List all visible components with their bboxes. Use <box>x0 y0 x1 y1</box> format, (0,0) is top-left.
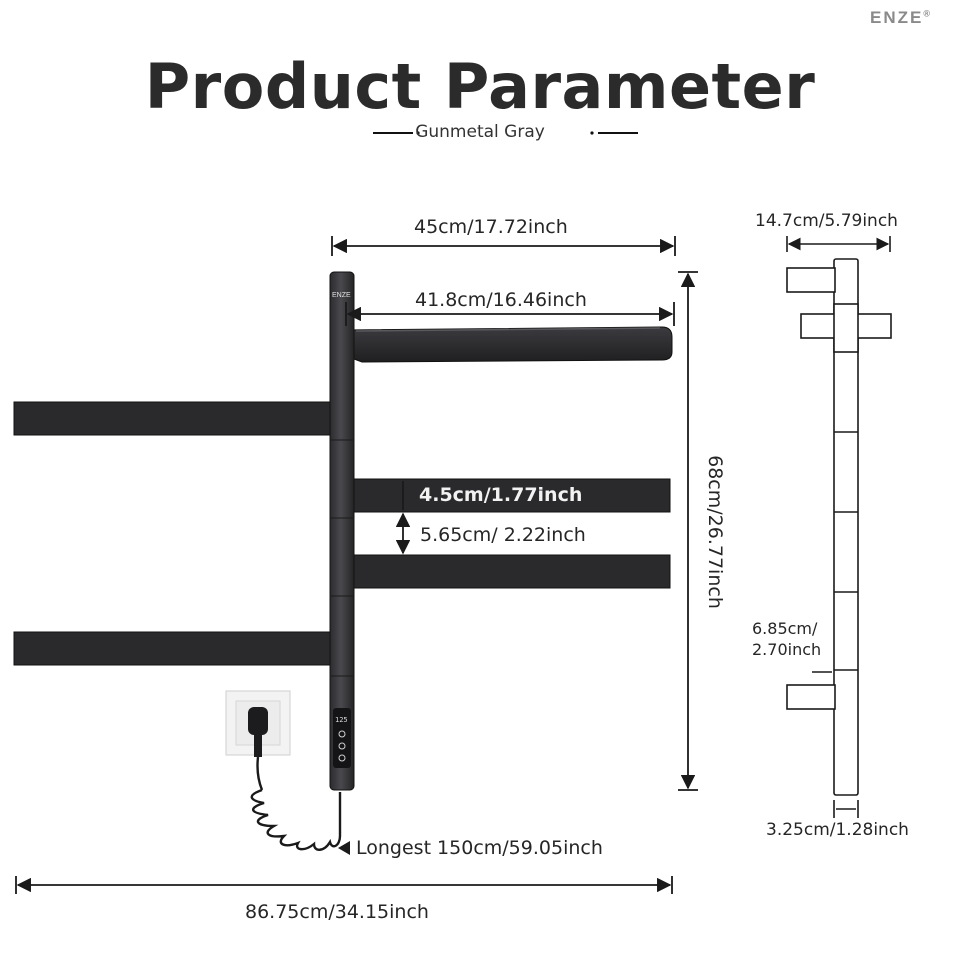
cord-pointer-arrow <box>338 841 350 855</box>
page-title: Product Parameter <box>144 50 816 123</box>
left-bar-upper <box>13 401 333 436</box>
wall-socket <box>225 690 291 757</box>
bar-thickness-label: 4.5cm/1.77inch <box>419 484 583 506</box>
towel-rack-side-view <box>786 258 892 796</box>
panel-display: 125 <box>335 716 348 724</box>
control-panel: 125 <box>333 708 351 768</box>
side-dimensions <box>786 236 891 818</box>
brand-logo: ENZE® <box>870 8 932 27</box>
total-width-label: 86.75cm/34.15inch <box>245 901 429 923</box>
cord-length-label: Longest 150cm/59.05inch <box>356 837 603 859</box>
left-bar-lower <box>13 631 333 666</box>
rail-width-label: 3.25cm/1.28inch <box>766 820 909 840</box>
rail-logo: ENZE <box>332 292 351 299</box>
top-width-label: 45cm/17.72inch <box>414 216 568 238</box>
right-bar-upper <box>352 478 671 513</box>
right-bar-lower <box>352 554 671 589</box>
shelf-width-label: 41.8cm/16.46inch <box>415 289 587 311</box>
top-shelf <box>345 326 673 363</box>
side-bar-top <box>786 267 836 293</box>
subtitle-divider <box>373 131 638 135</box>
height-label: 68cm/26.77inch <box>704 455 726 609</box>
side-bar-depth-label-1: 6.85cm/ <box>752 619 818 638</box>
towel-rack-front-view: ENZE 125 <box>13 271 673 851</box>
color-subtitle: Gunmetal Gray <box>415 122 545 142</box>
timer-button-icon <box>338 742 346 750</box>
temp-button-icon <box>338 754 346 762</box>
vertical-rail: ENZE <box>329 271 355 791</box>
front-dimensions <box>15 236 698 894</box>
bar-gap-label: 5.65cm/ 2.22inch <box>420 524 586 546</box>
side-bar-depth-label-2: 2.70inch <box>752 640 822 659</box>
power-cord <box>250 756 342 851</box>
power-button-icon <box>338 730 346 738</box>
side-depth-label: 14.7cm/5.79inch <box>755 211 898 231</box>
side-bar-bottom <box>786 684 836 710</box>
side-rail <box>833 258 859 796</box>
